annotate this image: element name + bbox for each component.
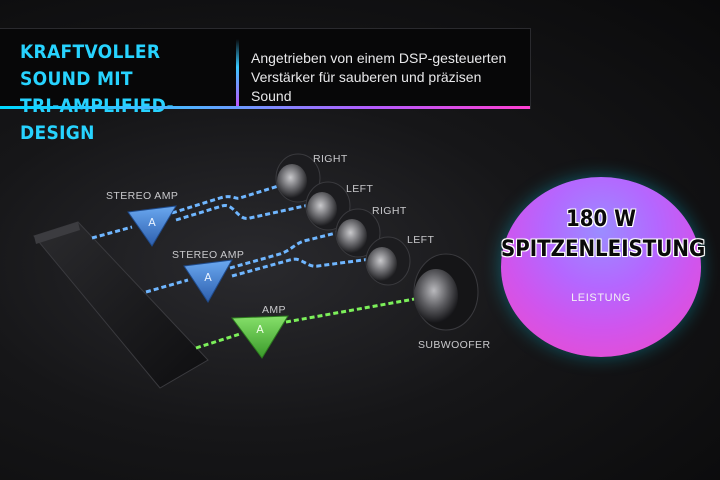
speaker-left-2: LEFT [365, 234, 434, 286]
power-caption: LEISTUNG [571, 292, 631, 304]
feature-description: Angetrieben von einem DSP-gesteuerten Ve… [251, 50, 507, 104]
power-watts: 180 W [565, 207, 637, 232]
speaker-left-1: LEFT [305, 181, 373, 231]
speaker-right-1-label: RIGHT [313, 153, 348, 165]
speaker-right-2: RIGHT [335, 205, 407, 258]
speaker-right-1: RIGHT [275, 153, 348, 203]
sub-amp-label: AMP [262, 304, 286, 316]
power-badge: 180 W SPITZENLEISTUNG LEISTUNG [501, 177, 706, 357]
feature-title: KRAFTVOLLER SOUND MIT TRI-AMPLIFIED-DESI… [20, 39, 230, 147]
feature-header: KRAFTVOLLER SOUND MIT TRI-AMPLIFIED-DESI… [0, 28, 531, 144]
subwoofer: SUBWOOFER [413, 253, 490, 351]
header-divider [236, 39, 239, 109]
speaker-left-1-label: LEFT [346, 183, 373, 195]
stereo-amp-2-label: STEREO AMP [172, 249, 244, 261]
input-wires [91, 225, 241, 350]
amp-triangle-icon: A [204, 271, 212, 284]
subwoofer-label: SUBWOOFER [418, 339, 490, 351]
header-gradient-bar [0, 106, 530, 109]
speaker-left-2-label: LEFT [407, 234, 434, 246]
speaker-wires [171, 181, 421, 324]
stereo-amp-1-label: STEREO AMP [106, 190, 178, 202]
speaker-right-2-label: RIGHT [372, 205, 407, 217]
stereo-amp-2: A STEREO AMP [172, 249, 244, 303]
stereo-amp-1: A STEREO AMP [106, 190, 178, 247]
power-label: SPITZENLEISTUNG [501, 237, 706, 262]
feature-title-line1: KRAFTVOLLER SOUND MIT [20, 41, 161, 90]
amp-triangle-icon: A [256, 323, 264, 336]
sub-amp: A AMP [231, 304, 289, 359]
power-value: 180 W SPITZENLEISTUNG [501, 205, 706, 265]
amp-triangle-icon: A [148, 216, 156, 229]
soundbar [33, 221, 209, 389]
